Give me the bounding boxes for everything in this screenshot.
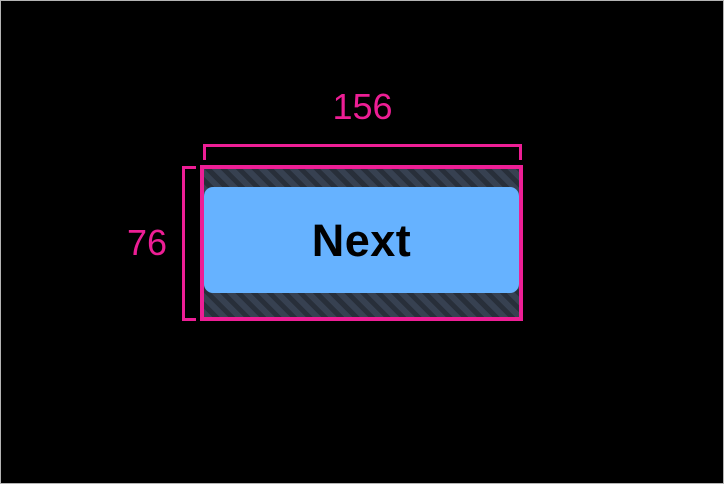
width-dimension-line [203,144,522,147]
width-dimension-bracket [203,144,522,160]
width-dimension-label: 156 [332,86,393,127]
next-button[interactable]: Next [204,187,519,293]
height-dimension-bracket [182,166,196,321]
next-button-label: Next [311,214,412,266]
width-dimension-tick-start [203,144,206,160]
component-selection-outline[interactable]: Next [200,165,523,321]
width-dimension-tick-end [519,144,522,160]
height-dimension-tick-start [182,166,196,169]
component-padding-hatch-region: Next [204,169,519,317]
height-dimension-label: 76 [126,222,167,263]
height-dimension-line [182,166,185,321]
height-dimension-tick-end [182,318,196,321]
